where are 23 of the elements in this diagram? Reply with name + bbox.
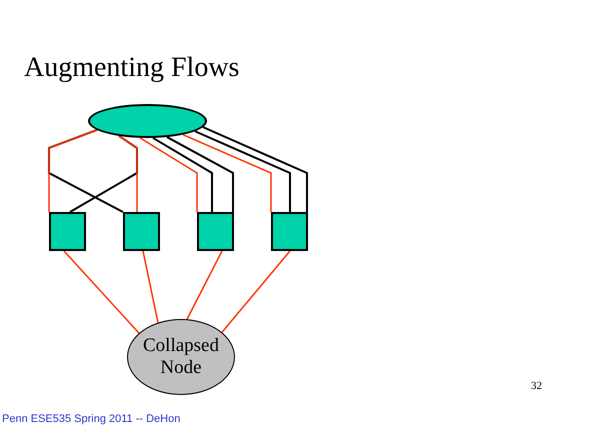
square-node	[197, 212, 234, 251]
square-node	[123, 212, 160, 251]
square-node	[271, 212, 308, 251]
connector-line	[63, 250, 140, 334]
connector-line	[194, 130, 291, 212]
connector-line	[186, 250, 223, 320]
square-node	[49, 212, 86, 251]
slide-title: Augmenting Flows	[24, 52, 240, 84]
connector-line	[142, 250, 159, 323]
connector-line	[48, 129, 124, 213]
connector-line	[70, 135, 138, 213]
oval-node	[88, 104, 207, 138]
connector-line	[182, 134, 272, 212]
connector-line	[152, 137, 213, 212]
connector-line	[221, 250, 291, 333]
page-number: 32	[531, 380, 542, 392]
collapsed-node-ellipse: Collapsed Node	[127, 319, 235, 395]
connector-line	[48, 129, 98, 212]
connector-line	[140, 137, 198, 212]
footer-text: Penn ESE535 Spring 2011 -- DeHon	[2, 413, 180, 425]
connector-line	[166, 136, 234, 212]
connector-line	[118, 135, 138, 212]
connector-line	[202, 126, 308, 212]
